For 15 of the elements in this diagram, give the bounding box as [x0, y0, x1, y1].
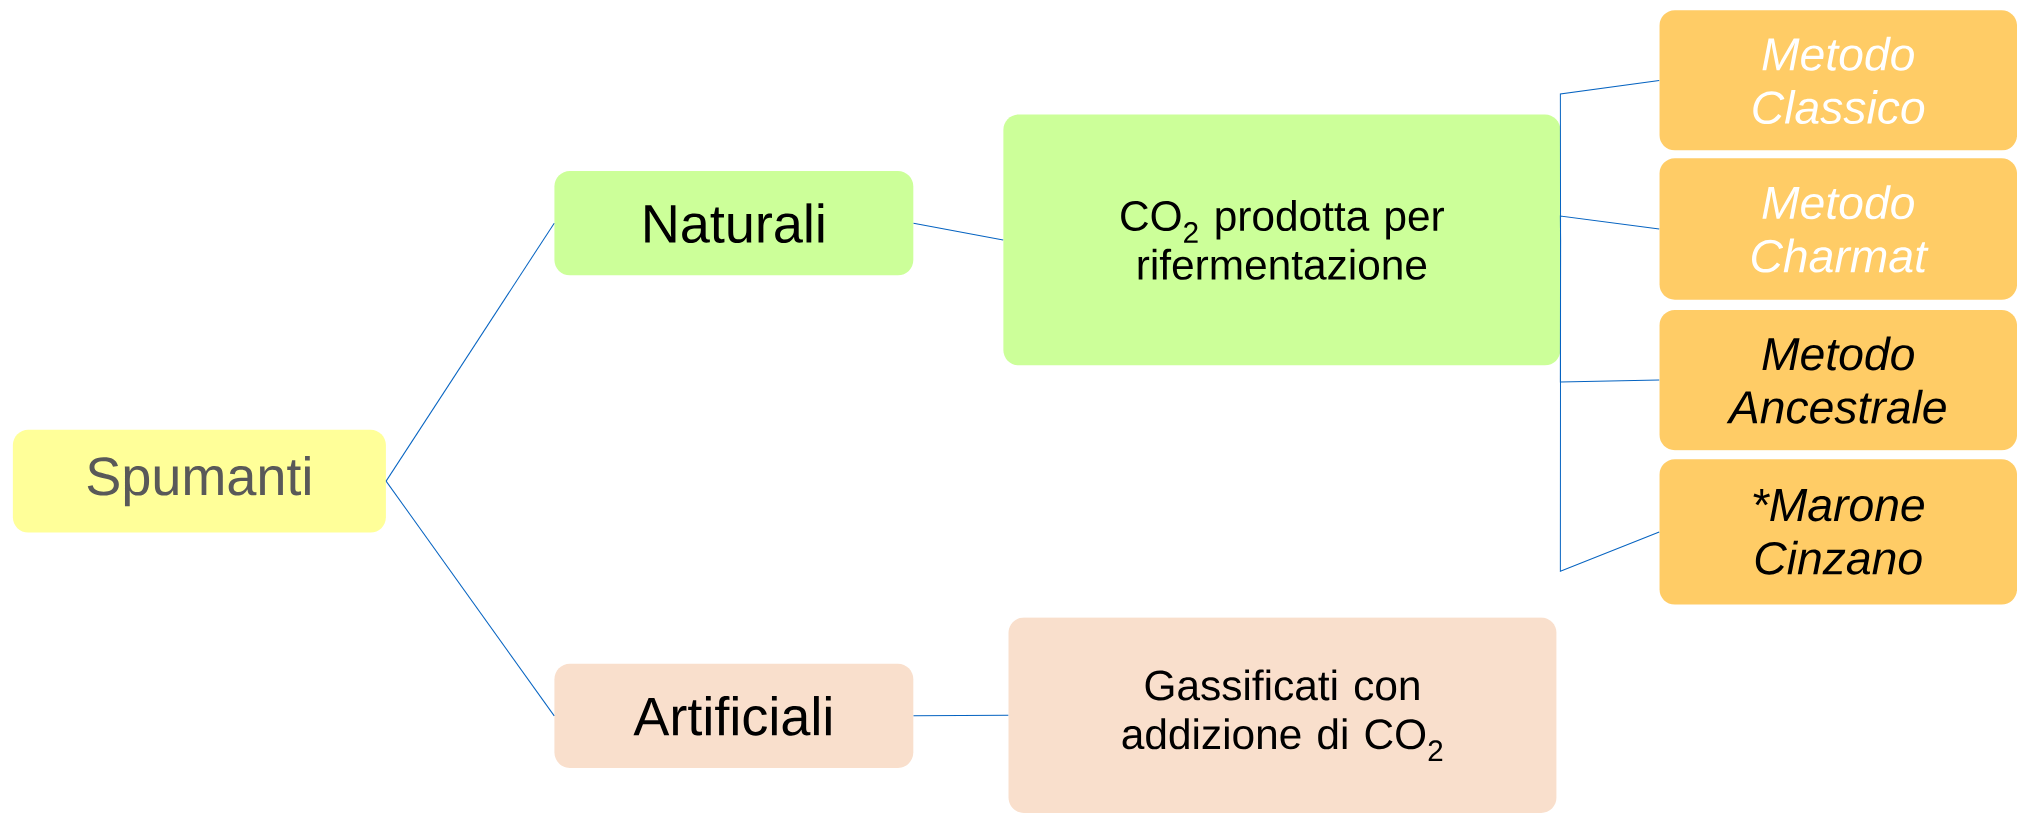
- connector-line: [1559, 215, 1660, 241]
- method-box: Metodo Charmat: [1659, 158, 2017, 300]
- connector-line: [385, 480, 555, 717]
- process-box: Gassificati con addizione di CO$_{2}$: [1008, 617, 1557, 813]
- connector-line: [913, 714, 1009, 717]
- method-box: *Marone Cinzano: [1659, 459, 2017, 605]
- method-box: Metodo Classico: [1659, 10, 2017, 151]
- category-box: Artificiali: [554, 663, 914, 768]
- process-box: CO$_{2}$ prodotta per rifermentazione: [1003, 114, 1561, 366]
- connector-line: [1559, 239, 1660, 572]
- category-box: Naturali: [554, 171, 914, 276]
- method-box: Metodo Ancestrale: [1659, 310, 2017, 451]
- connector-line: [913, 222, 1004, 241]
- root-box: Spumanti: [12, 429, 386, 533]
- connector-line: [385, 222, 555, 482]
